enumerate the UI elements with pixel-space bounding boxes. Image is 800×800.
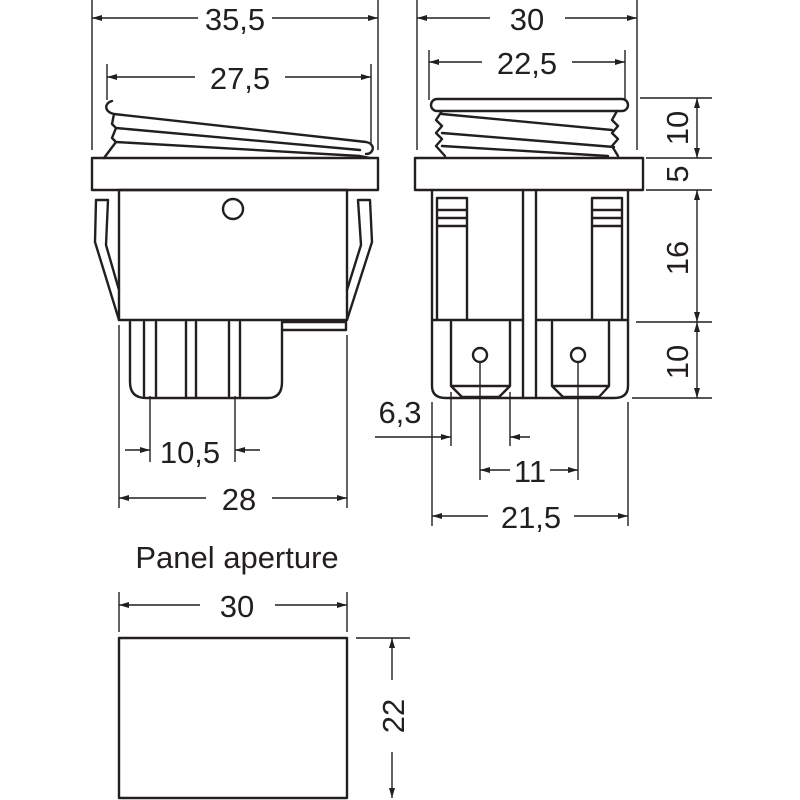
aperture-rect (117, 636, 349, 800)
terminal-hole-right (569, 346, 587, 364)
front-terminal-block (128, 320, 348, 400)
dim-side-rocker-height: 10 (660, 111, 695, 145)
left-clip (93, 198, 121, 322)
dim-side-rocker-width: 22,5 (497, 46, 557, 81)
terminal-hole-left (471, 346, 489, 364)
side-dimensions: 30 22,5 10 5 16 10 6,3 11 21,5 (375, 0, 712, 535)
panel-aperture: Panel aperture 30 22 (117, 540, 411, 800)
front-view (90, 99, 380, 400)
dim-front-rocker-width: 27,5 (210, 61, 270, 96)
right-clip (345, 198, 374, 322)
front-flange (90, 156, 380, 192)
side-divider (521, 188, 538, 400)
side-view (413, 97, 645, 400)
side-flange (413, 156, 645, 192)
dim-front-body-width: 28 (222, 482, 256, 517)
indicator-hole (221, 197, 245, 221)
panel-aperture-title: Panel aperture (135, 540, 338, 575)
front-pin-left (142, 320, 158, 398)
front-divider (184, 320, 198, 400)
rocker-cap (102, 99, 374, 160)
side-terminal-tab-right (550, 320, 611, 399)
side-body (430, 188, 630, 400)
dim-side-terminal-spacing: 11 (514, 454, 546, 489)
dim-side-overall-width: 30 (510, 2, 544, 37)
dim-front-overall-width: 35,5 (205, 2, 265, 37)
dim-side-terminal-width: 6,3 (378, 395, 421, 430)
dim-aperture-width: 30 (220, 589, 254, 624)
front-body (117, 188, 349, 322)
dim-aperture-height: 22 (376, 699, 411, 733)
front-pin-right (227, 320, 242, 398)
dim-side-terminal-height: 10 (660, 345, 695, 379)
front-dimensions: 35,5 27,5 10,5 28 (91, 0, 379, 517)
dim-side-body-width: 21,5 (501, 500, 561, 535)
dim-front-pin-spacing: 10,5 (160, 435, 220, 470)
dim-side-body-height: 16 (660, 241, 695, 275)
side-rocker-thread (434, 109, 620, 158)
dim-side-flange-height: 5 (660, 165, 695, 182)
side-upper-terminal-right (534, 196, 630, 322)
side-upper-terminal-left (430, 196, 525, 322)
side-rocker-rim (429, 97, 630, 113)
